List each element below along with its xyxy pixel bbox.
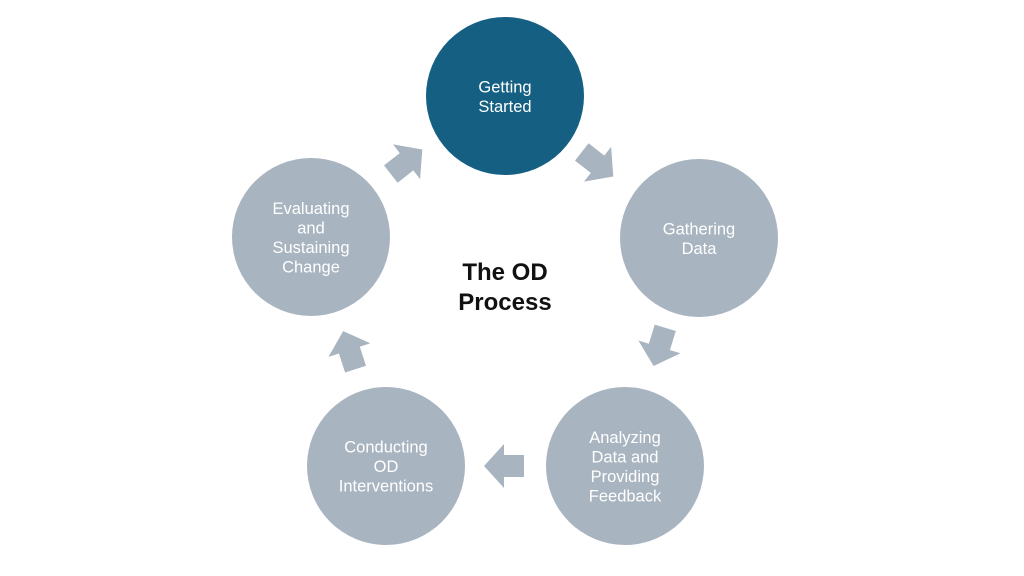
arrow-icon <box>575 143 614 182</box>
arrows-layer <box>328 143 681 488</box>
center-title-line-2: Process <box>458 289 551 316</box>
node-label-line: Analyzing <box>589 429 661 447</box>
node-circle <box>546 387 704 545</box>
node-label-line: Gathering <box>663 220 735 238</box>
node-label-line: Sustaining <box>272 239 349 257</box>
node-label-line: Data <box>682 240 718 258</box>
node-label-line: Interventions <box>339 478 433 496</box>
node-circle <box>232 158 390 316</box>
nodes-layer: GettingStartedGatheringDataAnalyzingData… <box>232 17 778 545</box>
node-label-line: and <box>297 219 325 237</box>
arrow-icon <box>328 331 371 373</box>
node-label-line: Started <box>478 98 531 116</box>
node-circle <box>620 159 778 317</box>
center-title: The OD Process <box>458 259 551 316</box>
node-label-line: Feedback <box>589 487 662 505</box>
node-label-line: Conducting <box>344 439 427 457</box>
arrow-icon <box>638 324 681 366</box>
node-label-line: Getting <box>478 78 531 96</box>
node-label-line: Providing <box>591 468 660 486</box>
node-label-line: Change <box>282 258 340 276</box>
node-circle <box>307 387 465 545</box>
node-label-line: Evaluating <box>272 200 349 218</box>
node-label-line: OD <box>374 458 399 476</box>
node-circle <box>426 17 584 175</box>
arrow-icon <box>484 444 524 488</box>
center-title-line-1: The OD <box>462 259 547 286</box>
node-label-line: Data and <box>592 448 659 466</box>
arrow-icon <box>384 144 423 183</box>
